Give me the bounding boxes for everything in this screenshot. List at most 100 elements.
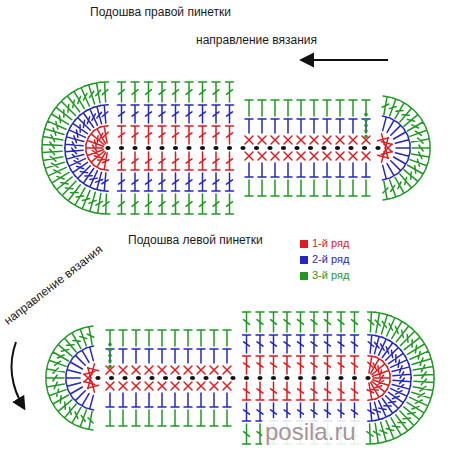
stitch-symbol bbox=[172, 173, 180, 191]
stitch-symbol bbox=[324, 356, 332, 374]
stitch-symbol bbox=[212, 173, 220, 191]
chain-stitch bbox=[338, 376, 343, 380]
chain-stitch bbox=[136, 376, 141, 380]
chart-title-text: Подошва правой пинетки bbox=[90, 5, 231, 19]
stitch-symbol bbox=[93, 171, 105, 190]
stitch-symbol bbox=[197, 393, 205, 407]
stitch-symbol bbox=[145, 194, 153, 214]
stitch-symbol bbox=[172, 105, 180, 123]
stitch-symbol bbox=[284, 136, 292, 144]
stitch-symbol bbox=[185, 152, 193, 170]
stitch-symbol bbox=[51, 392, 71, 408]
stitch-symbol bbox=[405, 162, 425, 178]
stitch-symbol bbox=[336, 119, 344, 133]
direction-note: направление вязания bbox=[2, 243, 106, 328]
stitch-symbol bbox=[226, 194, 234, 214]
stitch-symbol bbox=[336, 100, 344, 116]
stitch-symbol bbox=[245, 180, 253, 196]
stitch-symbol bbox=[412, 144, 430, 152]
stitch-symbol bbox=[324, 382, 332, 400]
stitch-symbol bbox=[158, 194, 166, 214]
stitch-symbol bbox=[68, 384, 84, 398]
stitch-symbol bbox=[375, 337, 390, 357]
stitch-symbol bbox=[297, 136, 305, 144]
stitch-symbol bbox=[184, 330, 192, 346]
stitch-symbol bbox=[392, 154, 408, 168]
direction-note-text: направление вязания bbox=[1, 242, 105, 328]
stitch-symbol bbox=[337, 335, 345, 353]
chain-stitch bbox=[149, 376, 154, 380]
stitch-symbol bbox=[197, 330, 205, 346]
stitch-symbol bbox=[118, 173, 126, 191]
stitch-symbol bbox=[223, 349, 231, 363]
stitch-symbol bbox=[284, 163, 292, 177]
stitch-symbol bbox=[258, 136, 266, 144]
stitch-symbol bbox=[258, 163, 266, 177]
stitch-symbol bbox=[226, 152, 234, 170]
stitch-symbol bbox=[212, 126, 220, 144]
stitch-symbol bbox=[119, 393, 127, 407]
chain-stitch bbox=[240, 146, 245, 150]
stitch-symbol bbox=[197, 349, 205, 363]
stitch-symbol bbox=[145, 366, 153, 374]
stitch-symbol bbox=[351, 356, 359, 374]
stitch-symbol bbox=[71, 89, 88, 110]
stitch-symbol bbox=[297, 180, 305, 196]
stitch-symbol bbox=[391, 363, 410, 375]
stitch-symbol bbox=[223, 382, 231, 390]
stitch-symbol bbox=[284, 152, 292, 160]
stitch-symbol bbox=[100, 152, 111, 170]
chain-stitch bbox=[108, 365, 112, 369]
stitch-symbol bbox=[349, 100, 357, 116]
stitch-symbol bbox=[397, 171, 415, 190]
stitch-symbol bbox=[401, 167, 420, 185]
stitch-symbol bbox=[145, 393, 153, 407]
stitch-symbol bbox=[46, 380, 65, 391]
stitch-symbol bbox=[270, 312, 278, 332]
stitch-symbol bbox=[412, 383, 433, 395]
stitch-symbol bbox=[271, 119, 279, 133]
stitch-symbol bbox=[245, 136, 253, 144]
stitch-symbol bbox=[210, 366, 218, 374]
stitch-symbol bbox=[310, 356, 318, 374]
chain-stitch bbox=[271, 376, 276, 380]
stitch-symbol bbox=[270, 382, 278, 400]
stitch-symbol bbox=[337, 356, 345, 374]
stitch-symbol bbox=[413, 363, 434, 374]
stitch-symbol bbox=[158, 126, 166, 144]
stitch-symbol bbox=[337, 382, 345, 400]
stitch-symbol bbox=[66, 366, 82, 377]
stitch-symbol bbox=[389, 356, 409, 371]
stitch-symbol bbox=[185, 105, 193, 123]
stitch-symbol bbox=[243, 403, 251, 421]
stitch-symbol bbox=[337, 312, 345, 332]
stitch-symbol bbox=[245, 119, 253, 133]
stitch-symbol bbox=[349, 180, 357, 196]
chart-title-text: Подошва левой пинетки bbox=[128, 233, 263, 247]
stitch-symbol bbox=[199, 82, 207, 102]
stitch-symbol bbox=[185, 82, 193, 102]
stitch-symbol bbox=[184, 366, 192, 374]
stitch-symbol bbox=[210, 410, 218, 426]
stitch-symbol bbox=[67, 155, 87, 170]
stitch-symbol bbox=[185, 194, 193, 214]
chain-stitch bbox=[362, 146, 367, 150]
stitch-symbol bbox=[297, 163, 305, 177]
chain-stitch bbox=[364, 135, 368, 139]
stitch-symbol bbox=[59, 99, 79, 119]
stitch-symbol bbox=[243, 424, 251, 444]
stitch-symbol bbox=[393, 370, 412, 380]
stitch-symbol bbox=[158, 393, 166, 407]
stitch-symbol bbox=[88, 381, 99, 392]
stitch-symbol bbox=[185, 126, 193, 144]
chain-stitch bbox=[108, 343, 112, 347]
chain-stitch bbox=[227, 146, 232, 150]
stitch-symbol bbox=[184, 393, 192, 407]
stitch-symbol bbox=[106, 393, 114, 407]
stitch-symbol bbox=[171, 330, 179, 346]
stitch-symbol bbox=[89, 148, 107, 165]
stitch-symbol bbox=[323, 180, 331, 196]
sole-chart bbox=[46, 312, 434, 444]
stitch-symbol bbox=[245, 152, 253, 160]
stitch-symbol bbox=[256, 382, 264, 400]
